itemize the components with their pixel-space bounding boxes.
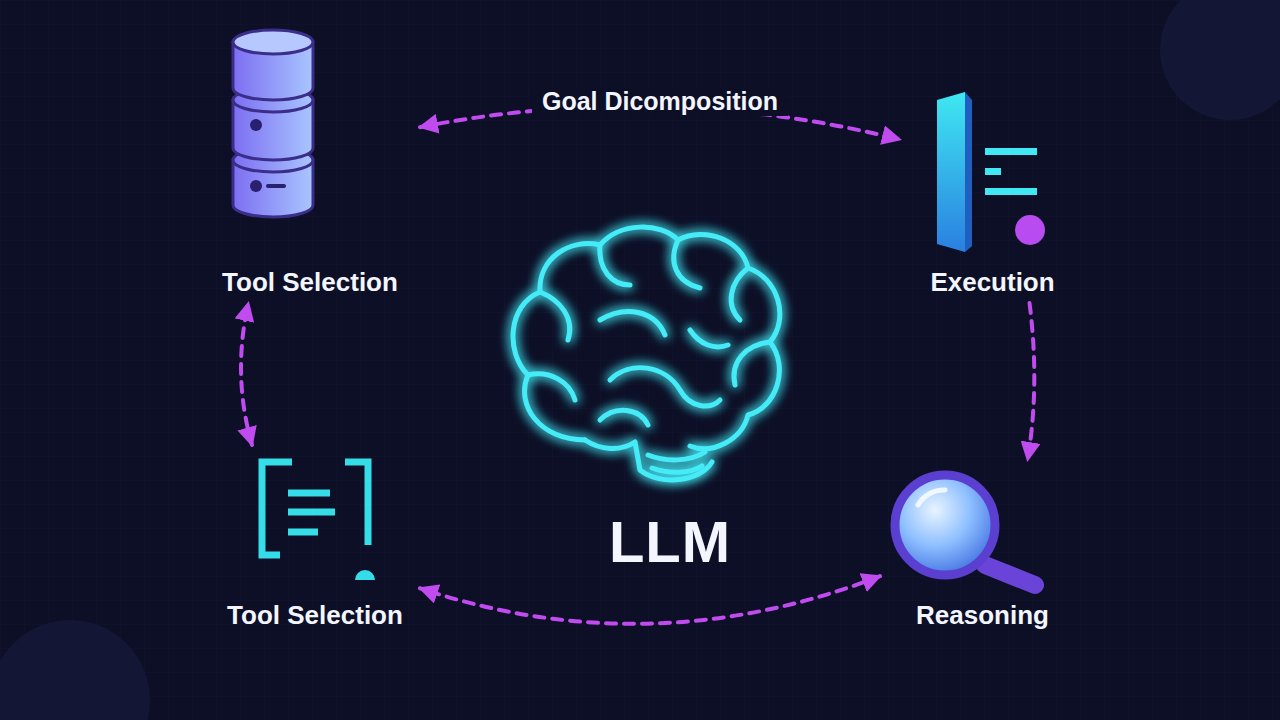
execution-icon	[937, 92, 1045, 252]
model-label: LLM	[530, 510, 810, 574]
tool-node: Tool Selection	[200, 10, 420, 303]
dashed-arrow	[241, 303, 252, 445]
step-label: Reasoning	[880, 600, 1085, 630]
corner-blob	[1160, 0, 1280, 120]
execution-node: Execution	[900, 85, 1085, 303]
reasoning-node: Reasoning	[880, 460, 1085, 636]
step-label: Tool Selection	[200, 267, 420, 297]
corner-blob	[0, 620, 150, 720]
database-icon	[233, 30, 313, 217]
magnifier-icon	[895, 475, 1035, 585]
dashed-arrow	[1028, 303, 1035, 460]
edge-label: Goal Dicomposition	[532, 86, 788, 116]
bracket-icon	[262, 462, 375, 580]
llm-node: LLM	[530, 220, 810, 580]
step-label: Tool Selection	[210, 600, 420, 630]
step-label: Execution	[900, 267, 1085, 297]
tool-node: Tool Selection	[210, 445, 420, 636]
brain-icon	[513, 227, 780, 480]
dashed-arrow	[420, 576, 880, 624]
